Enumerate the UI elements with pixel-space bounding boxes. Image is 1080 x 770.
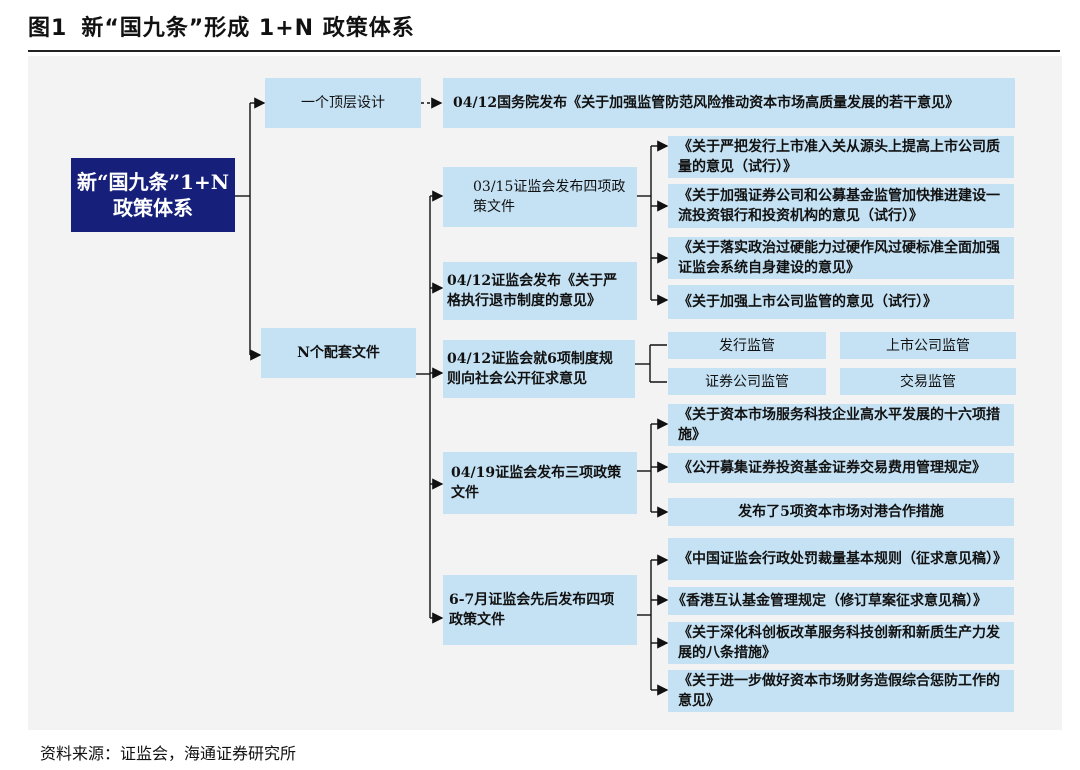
title-rule bbox=[28, 50, 1060, 52]
doc-star-market-8-measures: 《关于深化科创板改革服务科技创新和新质生产力发展的八条措施》 bbox=[668, 622, 1014, 664]
figure-title-text: 新“国九条”形成 1+N 政策体系 bbox=[81, 16, 415, 41]
group-0419-node: 04/19证监会发布三项政策文件 bbox=[443, 452, 637, 514]
rule-trading-supervision: 交易监管 bbox=[840, 368, 1016, 395]
doc-ipo-access: 《关于严把发行上市准入关从源头上提高上市公司质量的意见（试行）》 bbox=[668, 136, 1014, 178]
figure-title: 图1 新“国九条”形成 1+N 政策体系 bbox=[28, 10, 415, 42]
doc-hk-cooperation-measures: 发布了5项资本市场对港合作措施 bbox=[668, 498, 1014, 526]
n-documents-node: N个配套文件 bbox=[261, 328, 416, 378]
group-0412-delisting-node: 04/12证监会发布《关于严格执行退市制度的意见》 bbox=[443, 262, 637, 320]
doc-securities-fund-supervision: 《关于加强证券公司和公募基金监管加快推进建设一流投资银行和投资机构的意见（试行）… bbox=[668, 184, 1014, 228]
group-0412-rules-node: 04/12证监会就6项制度规则向社会公开征求意见 bbox=[443, 340, 635, 398]
rule-securities-company-supervision: 证券公司监管 bbox=[668, 368, 826, 395]
doc-tech-enterprise-16-measures: 《关于资本市场服务科技企业高水平发展的十六项措施》 bbox=[668, 404, 1014, 446]
doc-financial-fraud-prevention: 《关于进一步做好资本市场财务造假综合惩防工作的意见》 bbox=[668, 670, 1014, 712]
doc-csrc-self-building: 《关于落实政治过硬能力过硬作风过硬标准全面加强证监会系统自身建设的意见》 bbox=[668, 237, 1014, 279]
doc-administrative-penalty-rules: 《中国证监会行政处罚裁量基本规则（征求意见稿）》 bbox=[668, 538, 1014, 580]
root-node: 新“国九条”1+N政策体系 bbox=[71, 158, 235, 232]
doc-listed-company-supervision: 《关于加强上市公司监管的意见（试行）》 bbox=[668, 285, 1014, 319]
doc-hk-mutual-fund-rules: 《香港互认基金管理规定（修订草案征求意见稿）》 bbox=[668, 587, 1014, 615]
group-6-7-node: 6-7月证监会先后发布四项政策文件 bbox=[443, 575, 637, 645]
source-note: 资料来源：证监会，海通证券研究所 bbox=[40, 744, 297, 763]
figure-number: 图1 bbox=[28, 16, 68, 41]
doc-fund-trading-fee-rules: 《公开募集证券投资基金证券交易费用管理规定》 bbox=[668, 453, 1014, 483]
top-design-node: 一个顶层设计 bbox=[265, 78, 421, 128]
rule-listed-company-supervision: 上市公司监管 bbox=[840, 332, 1016, 359]
rule-issuance-supervision: 发行监管 bbox=[668, 332, 826, 359]
group-0315-node: 03/15证监会发布四项政策文件 bbox=[443, 167, 637, 227]
state-council-opinion-doc: 04/12国务院发布《关于加强监管防范风险推动资本市场高质量发展的若干意见》 bbox=[443, 78, 1015, 128]
